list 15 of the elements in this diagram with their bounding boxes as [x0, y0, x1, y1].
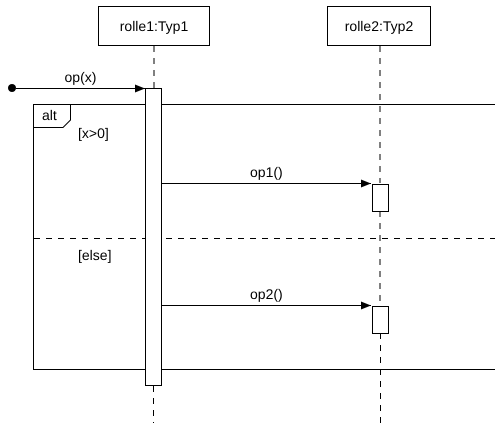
message-label: op(x)	[62, 68, 98, 84]
message-arrow	[16, 84, 146, 92]
message-arrow	[162, 180, 372, 188]
message-label: op2()	[248, 286, 285, 302]
guard-condition: [x>0]	[77, 125, 110, 141]
message-label: op1()	[248, 164, 285, 180]
fragment-operator: alt	[41, 107, 58, 123]
participant-box: rolle2:Typ2	[327, 6, 431, 46]
activation-bar	[372, 184, 389, 212]
initial-dot	[8, 84, 16, 92]
activation-bar	[372, 306, 389, 334]
participant-box: rolle1:Typ1	[98, 6, 210, 46]
guard-condition: [else]	[77, 247, 112, 263]
activation-bar	[145, 88, 162, 386]
message-arrow	[162, 302, 372, 310]
